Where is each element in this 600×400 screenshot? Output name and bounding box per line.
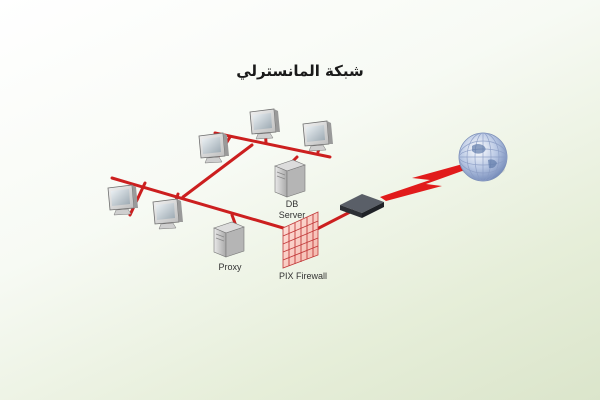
- workstation-3[interactable]: [198, 132, 229, 164]
- upper-cable: [213, 131, 332, 159]
- wan-lightning-link: [380, 162, 476, 201]
- pc1-drop: [128, 181, 147, 217]
- firewall-icon[interactable]: [282, 211, 319, 269]
- router-icon[interactable]: [340, 194, 384, 218]
- workstation-1[interactable]: [107, 184, 138, 216]
- riser-cable: [181, 143, 254, 199]
- backbone-cable: [110, 176, 292, 232]
- workstation-5[interactable]: [302, 120, 333, 152]
- proxy-label: Proxy: [218, 262, 242, 272]
- workstation-2[interactable]: [152, 198, 183, 230]
- db-server-icon[interactable]: [274, 159, 306, 198]
- db-server-label: DB Server: [278, 199, 306, 220]
- diagram-title: شبكة المانسترلي: [236, 62, 364, 80]
- internet-globe-icon[interactable]: [458, 132, 508, 182]
- proxy-server-icon[interactable]: [213, 221, 245, 258]
- workstation-4[interactable]: [249, 108, 280, 140]
- fw-router-cable: [313, 209, 354, 232]
- firewall-label: PIX Firewall: [278, 271, 327, 281]
